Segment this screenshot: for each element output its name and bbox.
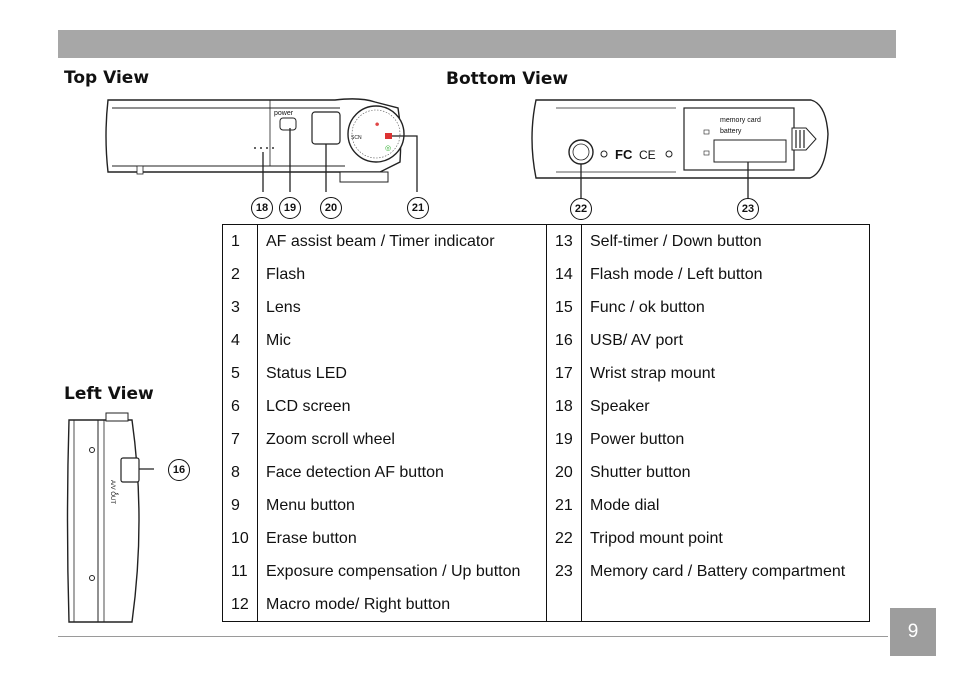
part-number: 1 (222, 224, 258, 258)
part-number: 3 (222, 291, 258, 324)
part-label: Memory card / Battery compartment (581, 555, 870, 588)
top-view-diagram: power SCN ☻ ◎ (105, 98, 418, 192)
part-label: Mic (257, 324, 547, 357)
part-number: 4 (222, 324, 258, 357)
part-number: 21 (546, 489, 582, 522)
part-label: Flash mode / Left button (581, 258, 870, 291)
part-label: Status LED (257, 357, 547, 390)
part-number: 23 (546, 555, 582, 588)
part-label: AF assist beam / Timer indicator (257, 224, 547, 258)
part-number: 17 (546, 357, 582, 390)
part-label: USB/ AV port (581, 324, 870, 357)
part-number (546, 588, 582, 622)
part-number: 19 (546, 423, 582, 456)
left-view-title: Left View (64, 384, 154, 404)
callout-23: 23 (737, 198, 759, 220)
camera-mode-icon (385, 133, 392, 139)
part-number: 6 (222, 390, 258, 423)
part-label: Func / ok button (581, 291, 870, 324)
callout-16: 16 (168, 459, 190, 481)
part-number: 11 (222, 555, 258, 588)
part-number: 20 (546, 456, 582, 489)
fcc-logo: FC (615, 147, 633, 162)
part-label (581, 588, 870, 622)
mode-dial-shape (347, 105, 405, 163)
left-view-diagram: A/V OUT ⌁ (66, 412, 154, 623)
battery-text: battery (720, 128, 742, 135)
part-label: Zoom scroll wheel (257, 423, 547, 456)
green-mode-icon: ◎ (385, 145, 391, 152)
callout-18: 18 (251, 197, 273, 219)
memory-card-text: memory card (720, 117, 761, 124)
ce-logo: CE (639, 148, 656, 162)
part-label: Power button (581, 423, 870, 456)
part-label: Tripod mount point (581, 522, 870, 555)
part-label: Erase button (257, 522, 547, 555)
part-number: 13 (546, 224, 582, 258)
part-number: 5 (222, 357, 258, 390)
part-number: 16 (546, 324, 582, 357)
part-label: Self-timer / Down button (581, 224, 870, 258)
shutter-shape (311, 111, 341, 145)
top-view-title: Top View (64, 68, 150, 88)
red-mode-icon: ☻ (374, 122, 380, 128)
part-number: 15 (546, 291, 582, 324)
callout-21: 21 (407, 197, 429, 219)
part-number: 18 (546, 390, 582, 423)
part-label: Mode dial (581, 489, 870, 522)
part-label: Exposure compensation / Up button (257, 555, 547, 588)
part-label: Menu button (257, 489, 547, 522)
part-number: 8 (222, 456, 258, 489)
part-label: Macro mode/ Right button (257, 588, 547, 622)
bottom-view-diagram: FC CE memory card battery (531, 99, 829, 198)
part-number: 14 (546, 258, 582, 291)
part-label: Face detection AF button (257, 456, 547, 489)
callout-19: 19 (279, 197, 301, 219)
usb-icon: ⌁ (115, 491, 119, 498)
av-out-text: A/V OUT (109, 480, 115, 504)
callout-20: 20 (320, 197, 342, 219)
footer-rule (58, 636, 888, 637)
part-number: 10 (222, 522, 258, 555)
page-number: 9 (890, 608, 936, 656)
power-text: power (274, 110, 294, 117)
part-label: Lens (257, 291, 547, 324)
bottom-view-title: Bottom View (446, 69, 569, 89)
usb-port-shape (120, 457, 140, 483)
header-bar (58, 30, 896, 58)
power-button-shape (279, 117, 297, 131)
part-label: Flash (257, 258, 547, 291)
part-label: LCD screen (257, 390, 547, 423)
scn-text: SCN (351, 135, 362, 141)
part-label: Wrist strap mount (581, 357, 870, 390)
part-number: 12 (222, 588, 258, 622)
part-number: 9 (222, 489, 258, 522)
part-label: Speaker (581, 390, 870, 423)
part-label: Shutter button (581, 456, 870, 489)
part-number: 22 (546, 522, 582, 555)
callout-22: 22 (570, 198, 592, 220)
part-number: 7 (222, 423, 258, 456)
part-number: 2 (222, 258, 258, 291)
